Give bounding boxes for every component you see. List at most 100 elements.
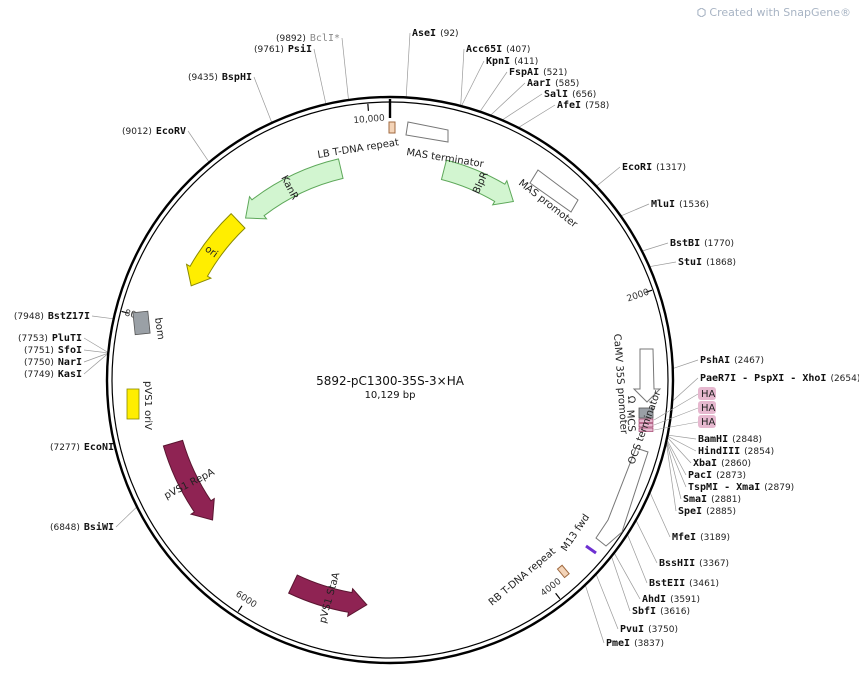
- mas-promoter-arrow: [529, 169, 579, 213]
- enzyme-mfei: MfeI(3189): [672, 532, 730, 543]
- snapgene-watermark: Created with SnapGene®: [697, 6, 851, 19]
- scale-tick-label-10000: 10,000: [353, 114, 385, 127]
- leader-bsshii: [635, 519, 658, 564]
- enzyme-acc65i: Acc65I(407): [466, 44, 530, 55]
- enzyme-leader-lines: [83, 32, 699, 644]
- scale-tick-label-6000: 6000: [233, 589, 258, 610]
- ocs-terminator-arrow: [595, 447, 649, 547]
- scale-tick-6000: [237, 605, 243, 612]
- leader-bamhi: [667, 434, 697, 440]
- ori-arrow: [185, 212, 246, 287]
- leader-ecorv: [187, 130, 210, 163]
- enzyme-econi: (7277)EcoNI: [50, 442, 114, 453]
- enzyme-bstz17i: (7948)BstZ17I: [14, 311, 90, 322]
- leader-xbai: [666, 436, 692, 464]
- watermark-text: Created with SnapGene®: [709, 6, 851, 19]
- leader-spei: [665, 441, 677, 512]
- leader-pshai: [672, 359, 699, 369]
- pvs1-oriv-label: pVS1 oriV: [142, 381, 153, 430]
- enzyme-pluti: (7753)PluTI: [18, 333, 82, 344]
- enzyme-pvui: PvuI(3750): [620, 624, 678, 635]
- plasmid-title: 5892-pC1300-35S-3×HA: [316, 374, 465, 388]
- scale-tick-8000: [121, 310, 129, 314]
- enzyme-psii: (9761)PsiI: [254, 43, 312, 55]
- ha-leader-1: [653, 393, 699, 421]
- enzyme-spei: SpeI(2885): [678, 506, 736, 517]
- enzyme-asei: AseI(92): [412, 28, 459, 39]
- ha-badge-1: [698, 387, 716, 400]
- camv-35s-promoter-arrow: [632, 348, 662, 403]
- leader-stui: [649, 261, 677, 268]
- enzyme-bsphi: (9435)BspHI: [188, 72, 252, 83]
- enzyme-sbfi: SbfI(3616): [632, 606, 690, 617]
- leader-bstbi: [641, 242, 669, 252]
- leader-psii: [313, 48, 327, 105]
- ha-tag-1: [638, 418, 654, 423]
- mcs-label: MCS: [624, 409, 637, 432]
- enzyme-bsteii: BstEII(3461): [649, 578, 719, 589]
- enzyme-afei: AfeI(758): [557, 100, 609, 111]
- enzyme-sfoi: (7751)SfoI: [24, 345, 82, 356]
- enzyme-pshai: PshAI(2467): [700, 355, 764, 366]
- leader-bcli: [341, 37, 349, 101]
- plasmid-length: 10,129 bp: [365, 390, 416, 401]
- leader-bsiwi: [115, 506, 138, 528]
- scale-tick-label-4000: 4000: [539, 577, 563, 599]
- enzyme-ecorv: (9012)EcoRV: [122, 126, 186, 137]
- enzyme-bamhi: BamHI(2848): [698, 434, 762, 445]
- leader-pvui: [595, 573, 619, 630]
- lb-tdna-repeat-box: [388, 121, 396, 134]
- ha-tag-2: [638, 423, 654, 428]
- leader-pluti: [83, 337, 109, 353]
- enzyme-kpni: KpnI(411): [486, 56, 538, 67]
- leader-sbfi: [611, 556, 631, 612]
- leader-paci: [666, 439, 687, 476]
- leader-tspmi-xmai: [666, 440, 687, 488]
- leader-bsteii: [626, 534, 648, 584]
- leader-pmei: [584, 584, 605, 644]
- enzyme-mlui: MluI(1536): [651, 199, 709, 210]
- ha-leader-3: [653, 421, 699, 431]
- ha-badge-3: [698, 415, 716, 428]
- rb-tdna-repeat-box: [556, 564, 570, 579]
- enzyme-kasi: (7749)KasI: [24, 369, 82, 380]
- ha-badge-1-label: HA: [701, 389, 716, 400]
- enzyme-fspai: FspAI(521): [509, 67, 567, 78]
- ha-badge-2-label: HA: [701, 403, 716, 414]
- ha-tag-3: [638, 427, 654, 432]
- scale-tick-4000: [555, 592, 561, 600]
- enzyme-xbai: XbaI(2860): [693, 458, 751, 469]
- lb-tdna-repeat-label: LB T-DNA repeat: [317, 137, 400, 161]
- leader-smai: [666, 440, 682, 500]
- enzyme-stui: StuI(1868): [678, 257, 736, 268]
- backbone-outer-circle: [105, 95, 675, 665]
- scale-tick-2000: [645, 289, 653, 294]
- leader-nari: [83, 352, 109, 363]
- omega-label: Ω: [625, 395, 637, 404]
- ha-leader-2: [653, 407, 699, 426]
- leader-hindiii: [667, 435, 697, 452]
- leader-sfoi: [83, 349, 109, 354]
- enzyme-paci: PacI(2873): [688, 470, 746, 481]
- leader-sali: [501, 93, 543, 121]
- leader-fspai: [479, 71, 508, 112]
- enzyme-bstbi: BstBI(1770): [670, 238, 734, 249]
- leader-paer7i-pspxi-xhoi: [671, 377, 699, 402]
- enzyme-bsiwi: (6848)BsiWI: [50, 521, 114, 533]
- enzyme-aari: AarI(585): [527, 78, 579, 89]
- omega-box: [638, 407, 654, 419]
- blpr-arrow: [440, 159, 515, 206]
- leader-aari: [490, 82, 526, 116]
- enzyme-pmei: PmeI(3837): [606, 638, 664, 649]
- leader-mfei: [649, 491, 671, 538]
- ha-badge-3-label: HA: [701, 417, 716, 428]
- leader-bsphi: [253, 76, 273, 123]
- enzyme-bcli: (9892)BclI*: [276, 33, 340, 44]
- enzyme-ahdi: AhdI(3591): [642, 594, 700, 605]
- leader-ecori: [596, 166, 621, 187]
- bom-box: [132, 310, 151, 336]
- pvs1-repa-arrow: [162, 439, 215, 521]
- enzyme-labels: AseI(92) Acc65I(407)KpnI(411)FspAI(521)Aa…: [14, 28, 859, 649]
